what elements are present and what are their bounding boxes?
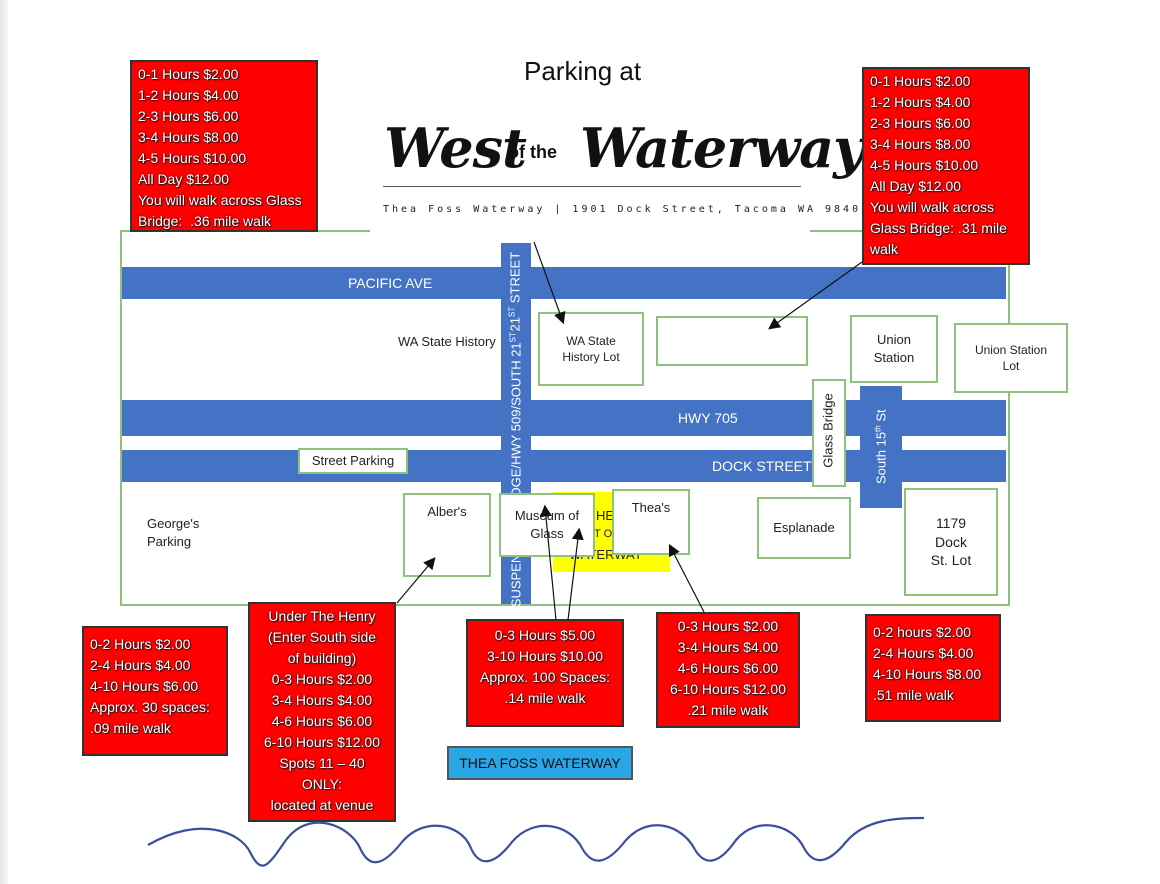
- price-box-theas: 0-3 Hours $2.00 3-4 Hours $4.00 4-6 Hour…: [656, 612, 800, 728]
- logo-rule: [383, 186, 801, 187]
- road-dock-street: DOCK STREET: [122, 450, 1006, 482]
- logo: West of the Waterway: [384, 112, 865, 192]
- road-dock-street-label: DOCK STREET: [712, 458, 812, 474]
- albers-lot: Alber's: [403, 493, 491, 577]
- esplanade: Esplanade: [757, 497, 851, 559]
- road-pacific-ave-label: PACIFIC AVE: [348, 275, 433, 291]
- price-box-georges: 0-2 Hours $2.00 2-4 Hours $4.00 4-10 Hou…: [82, 626, 228, 756]
- tagline: Thea Foss Waterway | 1901 Dock Street, T…: [383, 204, 871, 215]
- price-box-henry: Under The Henry (Enter South side of bui…: [248, 602, 396, 822]
- theas-lot: Thea's: [612, 489, 690, 555]
- road-hwy-705-label: HWY 705: [678, 410, 738, 426]
- water-squiggle: [147, 816, 925, 867]
- wa-state-history-label: WA State History: [398, 334, 496, 349]
- price-box-dock-lot: 0-2 hours $2.00 2-4 Hours $4.00 4-10 Hou…: [865, 614, 1001, 722]
- frame-gap: [370, 226, 810, 234]
- logo-word-waterway: Waterway: [580, 116, 865, 180]
- price-box-museum: 0-3 Hours $5.00 3-10 Hours $10.00 Approx…: [466, 619, 624, 727]
- road-pacific-ave: PACIFIC AVE: [122, 267, 1006, 299]
- price-box-top-left: 0-1 Hours $2.00 1-2 Hours $4.00 2-3 Hour…: [130, 60, 318, 232]
- road-south-15th: [860, 386, 902, 508]
- road-south-15th-label: South 15th St: [873, 409, 889, 484]
- street-parking: Street Parking: [298, 448, 408, 474]
- thea-foss-waterway-label: THEA FOSS WATERWAY: [447, 746, 633, 780]
- glass-bridge-label: Glass Bridge: [820, 393, 836, 468]
- road-hwy-705: HWY 705: [122, 400, 1006, 436]
- logo-joiner: of the: [508, 142, 557, 162]
- glass-bridge: [812, 379, 846, 487]
- unlabeled-lot: [656, 316, 808, 366]
- page-title: Parking at: [524, 56, 642, 86]
- price-box-top-right: 0-1 Hours $2.00 1-2 Hours $4.00 2-3 Hour…: [862, 67, 1030, 265]
- logo-word-west: West: [384, 116, 527, 180]
- page-edge: [0, 0, 8, 884]
- road-bridge-label: SUSPENSION BRIDGE/HWY 509/SOUTH 21ST: [508, 332, 524, 608]
